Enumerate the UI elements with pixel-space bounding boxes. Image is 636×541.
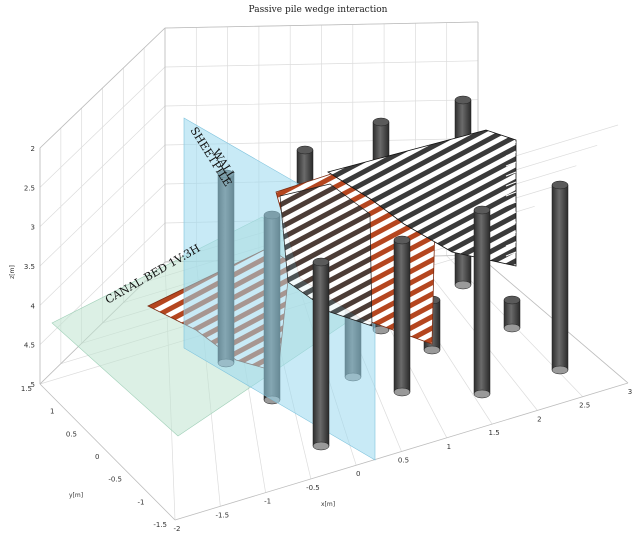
pile (503, 295, 521, 333)
chart-title: Passive pile wedge interaction (249, 5, 388, 15)
pile-top-cap (551, 180, 569, 190)
x-axis-ticks: -2 -1.5 -1 -0.5 0 0.5 1 1.5 2 2.5 3 (174, 388, 633, 533)
z-tick-label: 3.5 (24, 263, 35, 271)
pile-shaft (551, 184, 569, 371)
pile (393, 235, 411, 397)
y-tick-label: 0.5 (66, 430, 77, 438)
wedge-edge-mark (505, 241, 517, 247)
x-tick-label: -2 (174, 525, 181, 533)
pile-bottom-cap (551, 365, 569, 375)
y-tick-label: -1.5 (153, 521, 167, 529)
pile-top-cap (503, 295, 521, 305)
box-edge (174, 382, 629, 521)
pile-top-cap (312, 257, 330, 267)
box-edge (164, 21, 479, 29)
wedge-edge-mark (505, 151, 517, 157)
pile-bottom-cap (423, 345, 441, 355)
pile (551, 180, 569, 375)
y-axis-label: y[m] (69, 492, 83, 499)
pile-bottom-cap (503, 323, 521, 333)
pile-top-cap (372, 117, 390, 127)
z-tick-label: 2.5 (24, 184, 35, 192)
wedge-edge-mark (505, 141, 517, 147)
z-axis-ticks: 2 2.5 3 3.5 4 4.5 5 (24, 145, 36, 389)
y-tick-label: 1 (50, 408, 54, 416)
piles-front (312, 205, 491, 451)
box-edge (39, 27, 166, 149)
wedge-wall-section (279, 183, 373, 327)
y-tick-label: 1.5 (21, 385, 32, 393)
pile-top-cap (296, 145, 314, 155)
pile-shaft (473, 209, 491, 395)
x-tick-label: 1 (447, 443, 451, 451)
wedge-edge-mark (505, 171, 517, 177)
x-tick-label: 1.5 (489, 429, 500, 437)
wedge-edge-mark (505, 231, 517, 237)
wedge-edge-mark (505, 201, 517, 207)
y-tick-label: -0.5 (108, 476, 122, 484)
z-tick-label: 3 (31, 224, 35, 232)
wedge-edge-mark (505, 251, 517, 257)
wedge-edge-mark (505, 221, 517, 227)
pile-top-cap (393, 235, 411, 245)
x-tick-label: -0.5 (306, 484, 320, 492)
pile-top-cap (454, 95, 472, 105)
z-tick-label: 5 (31, 381, 35, 389)
x-tick-label: -1.5 (215, 511, 229, 519)
wedge-edge-mark (505, 181, 517, 187)
z-tick-label: 2 (31, 145, 35, 153)
pile-top-cap (473, 205, 491, 215)
pile-bottom-cap (312, 441, 330, 451)
pile-bottom-cap (454, 280, 472, 290)
x-tick-label: -1 (264, 498, 271, 506)
y-tick-label: 0 (95, 453, 99, 461)
pile-shaft (393, 239, 411, 393)
pile (473, 205, 491, 399)
x-tick-label: 2.5 (579, 402, 590, 410)
pile-shaft (312, 261, 330, 447)
y-axis-ticks: 1.5 1 0.5 0 -0.5 -1 -1.5 (21, 385, 167, 529)
x-tick-label: 0 (356, 470, 360, 478)
z-tick-label: 4.5 (24, 342, 35, 350)
pile-bottom-cap (473, 389, 491, 399)
x-tick-label: 0.5 (398, 457, 409, 465)
x-axis-label: x[m] (321, 501, 335, 508)
z-tick-label: 4 (31, 302, 36, 310)
box-edge (39, 383, 176, 521)
z-axis-label: z[m] (9, 265, 16, 279)
wedge-edge-detail (505, 141, 517, 257)
x-tick-label: 3 (628, 388, 632, 396)
wedge-edge-mark (505, 161, 517, 167)
y-tick-label: -1 (138, 498, 145, 506)
wedge-edge-mark (505, 191, 517, 197)
pile-bottom-cap (393, 387, 411, 397)
x-tick-label: 2 (537, 415, 541, 423)
pile (312, 257, 330, 451)
wedge-edge-mark (505, 211, 517, 217)
